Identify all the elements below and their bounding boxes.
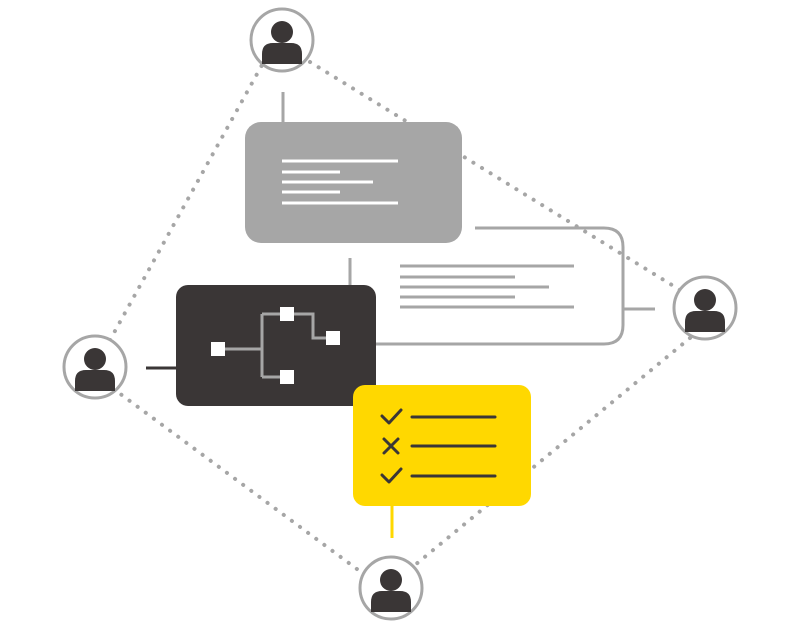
person-top <box>249 7 315 73</box>
flowchart-node <box>211 342 225 356</box>
cross-icon <box>382 437 400 455</box>
link-left-top <box>108 63 264 342</box>
dotted-links <box>108 60 692 577</box>
person-right <box>672 275 738 341</box>
link-top-right <box>308 60 682 292</box>
user-icon <box>75 348 115 391</box>
dark-flowchart-card <box>176 285 376 406</box>
yellow-checklist-card <box>353 385 531 506</box>
text-lines-icon <box>400 264 574 309</box>
flowchart-node <box>326 331 340 345</box>
flowchart-node <box>280 307 294 321</box>
outline-document-card <box>376 226 625 346</box>
flowchart-icon <box>211 307 340 384</box>
text-lines-icon <box>282 159 398 205</box>
flowchart-edges <box>225 312 333 379</box>
gray-document-card <box>245 122 462 243</box>
check-icon <box>380 408 403 425</box>
user-icon <box>262 21 302 64</box>
link-right-bottom <box>413 336 692 567</box>
flowchart-node <box>280 370 294 384</box>
check-icon <box>380 467 403 484</box>
checklist-icon <box>380 408 497 484</box>
dark-card-body <box>176 285 376 406</box>
outline-card-border <box>376 226 625 346</box>
user-icon <box>685 289 725 332</box>
user-icon <box>371 569 411 612</box>
person-bottom <box>358 555 424 621</box>
connectors <box>146 92 655 538</box>
link-bottom-left <box>113 388 367 577</box>
person-left <box>62 334 128 400</box>
